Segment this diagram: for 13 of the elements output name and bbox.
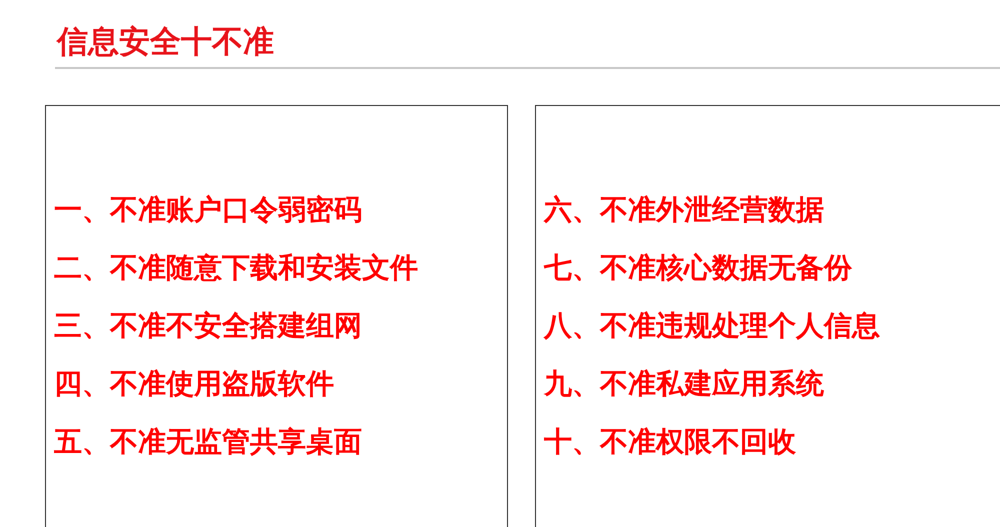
rule-item: 六、不准外泄经营数据 xyxy=(544,192,824,228)
rule-item: 三、不准不安全搭建组网 xyxy=(54,308,362,344)
list-panel xyxy=(535,105,1000,527)
rule-item: 一、不准账户口令弱密码 xyxy=(54,192,362,228)
rule-item: 九、不准私建应用系统 xyxy=(544,366,824,402)
rule-item: 二、不准随意下载和安装文件 xyxy=(54,250,418,286)
rule-item: 八、不准违规处理个人信息 xyxy=(544,308,880,344)
page-title: 信息安全十不准 xyxy=(57,23,274,62)
rule-item: 十、不准权限不回收 xyxy=(544,424,796,460)
rule-item: 七、不准核心数据无备份 xyxy=(544,250,852,286)
rule-item: 五、不准无监管共享桌面 xyxy=(54,424,362,460)
list-panel xyxy=(45,105,508,527)
rule-item: 四、不准使用盗版软件 xyxy=(54,366,334,402)
